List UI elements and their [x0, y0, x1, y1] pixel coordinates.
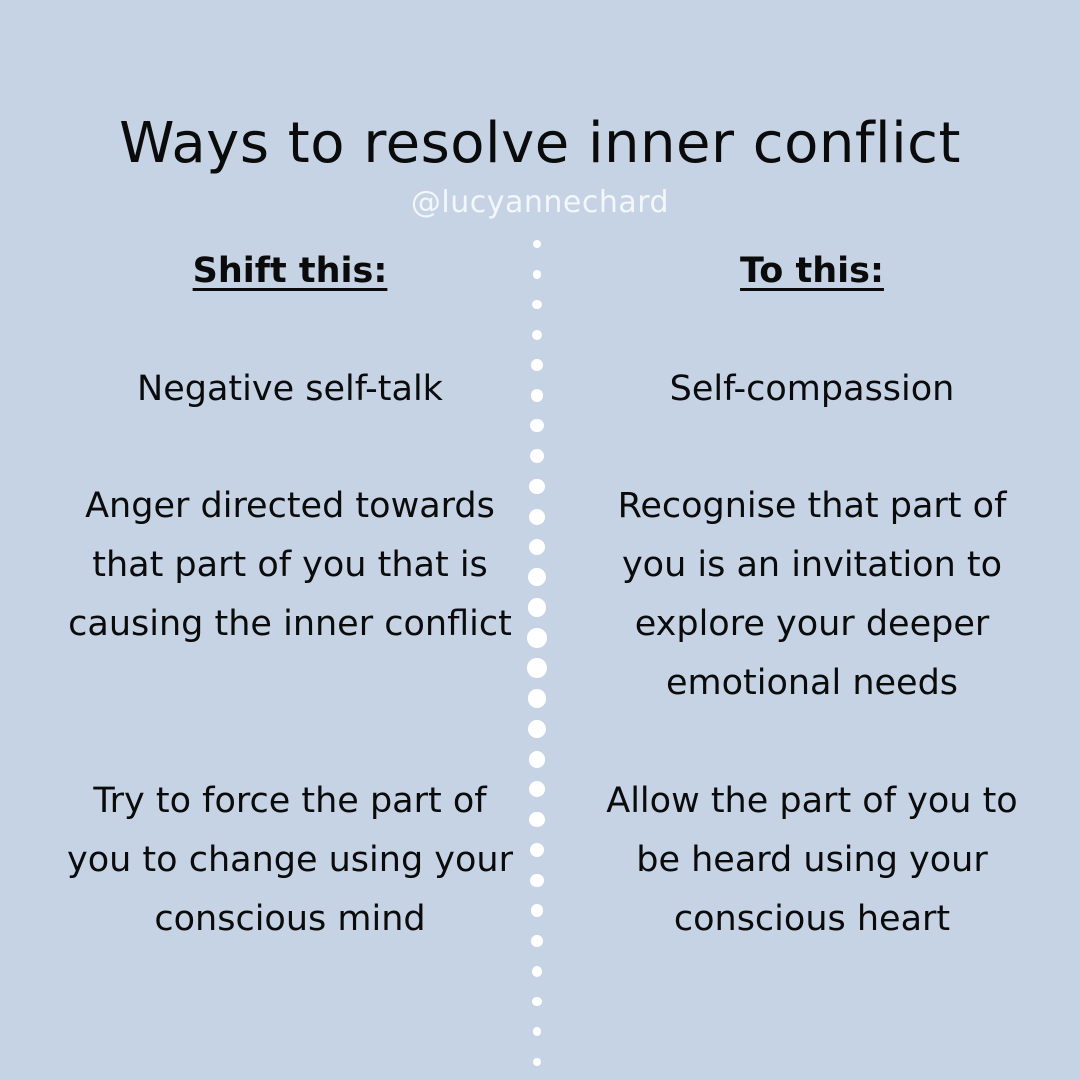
divider-dot [531, 359, 543, 371]
dotted-divider [527, 236, 547, 1067]
shift-this-header: Shift this: [192, 251, 388, 291]
to-item-1: Self-compassion [669, 369, 955, 409]
divider-dot [532, 269, 542, 279]
author-handle: @lucyannechard [410, 185, 670, 220]
divider-dot [527, 628, 547, 648]
divider-dot [528, 719, 546, 738]
divider-dot [530, 873, 544, 887]
divider-dot [528, 568, 546, 587]
to-item-2: Recognise that part of you is an invitat… [617, 486, 1007, 703]
divider-dot [533, 1058, 541, 1067]
shift-item-1: Negative self-talk [137, 369, 443, 409]
divider-dot [529, 842, 545, 858]
divider-dot [528, 538, 546, 556]
to-item-3: Allow the part of you to be heard using … [606, 781, 1018, 939]
divider-dot [530, 419, 544, 433]
divider-dot [530, 389, 544, 402]
divider-dot [531, 965, 543, 977]
divider-dot [529, 448, 545, 464]
shift-item-3: Try to force the part of you to change u… [67, 781, 513, 939]
divider-dot [529, 478, 545, 494]
divider-dot [527, 658, 547, 678]
divider-dot [529, 781, 545, 798]
divider-dot [529, 508, 545, 525]
divider-dot [532, 996, 542, 1007]
divider-dot [530, 904, 544, 917]
divider-dot [527, 689, 547, 708]
divider-dot [532, 1027, 542, 1037]
divider-dot [531, 935, 543, 947]
divider-dot [532, 299, 542, 310]
divider-dot [527, 598, 547, 617]
to-this-header: To this: [740, 251, 884, 291]
divider-dot [528, 750, 546, 768]
divider-dot [529, 812, 545, 828]
divider-dot [533, 240, 541, 248]
page-title: Ways to resolve inner conflict [119, 111, 961, 176]
divider-dot [531, 329, 543, 341]
shift-item-2: Anger directed towards that part of you … [68, 486, 512, 644]
